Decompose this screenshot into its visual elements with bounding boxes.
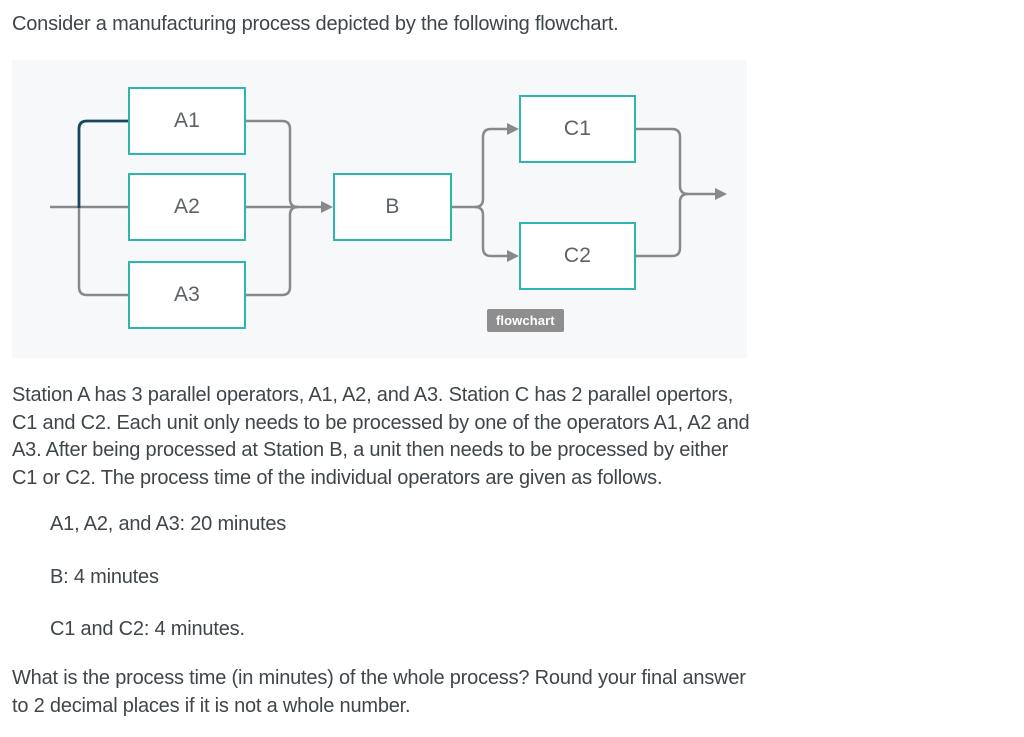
node-label-a1: A1: [173, 109, 201, 132]
process-time-item-c: C1 and C2: 4 minutes.: [50, 618, 245, 640]
flowchart-node-a1: A1: [128, 87, 246, 155]
description-line: C1 and C2. Each unit only needs to be pr…: [12, 411, 750, 434]
node-label-a2: A2: [173, 195, 201, 218]
connector-b-to-c2: [474, 205, 507, 258]
connector-a1-to-merge: [246, 119, 299, 209]
flowchart-node-c1: C1: [519, 95, 636, 163]
arrowhead-into-b-icon: [321, 201, 333, 213]
node-label-c1: C1: [563, 117, 592, 140]
question-prompt: What is the process time (in minutes) of…: [12, 665, 746, 720]
flowchart-badge: flowchart: [487, 309, 564, 332]
arrowhead-into-c2-icon: [507, 250, 519, 262]
connector-branch-a3: [77, 207, 128, 297]
flowchart-connectors: [50, 119, 727, 297]
question-intro: Consider a manufacturing process depicte…: [12, 13, 619, 35]
flowchart-node-b: B: [333, 173, 452, 241]
flowchart-node-c2: C2: [519, 222, 636, 290]
flowchart-panel: A1 A2 A3 B C1 C2 flowchart: [12, 60, 747, 358]
flowchart-node-a2: A2: [128, 173, 246, 241]
connector-b-to-c1: [452, 127, 507, 209]
process-times-list: A1, A2, and A3: 20 minutes B: 4 minutes …: [50, 513, 286, 671]
connector-branch-a1-highlight: [77, 119, 128, 208]
prompt-line: to 2 decimal places if it is not a whole…: [12, 694, 411, 717]
prompt-line: What is the process time (in minutes) of…: [12, 667, 746, 689]
connector-c1-to-merge: [636, 127, 689, 196]
node-label-a3: A3: [173, 283, 201, 306]
description-line: A3. After being processed at Station B, …: [12, 439, 729, 461]
connector-a3-to-merge: [246, 205, 299, 297]
arrowhead-exit-icon: [715, 188, 727, 200]
node-label-c2: C2: [563, 244, 592, 267]
process-time-item-a: A1, A2, and A3: 20 minutes: [50, 513, 287, 535]
arrowhead-into-c1-icon: [507, 123, 519, 135]
connector-c2-to-merge: [636, 192, 689, 258]
node-label-b: B: [385, 195, 400, 218]
flowchart-node-a3: A3: [128, 261, 246, 329]
description-line: Station A has 3 parallel operators, A1, …: [12, 384, 734, 406]
process-time-item-b: B: 4 minutes: [50, 565, 159, 588]
description-line: C1 or C2. The process time of the indivi…: [12, 466, 663, 489]
problem-description: Station A has 3 parallel operators, A1, …: [12, 382, 750, 492]
